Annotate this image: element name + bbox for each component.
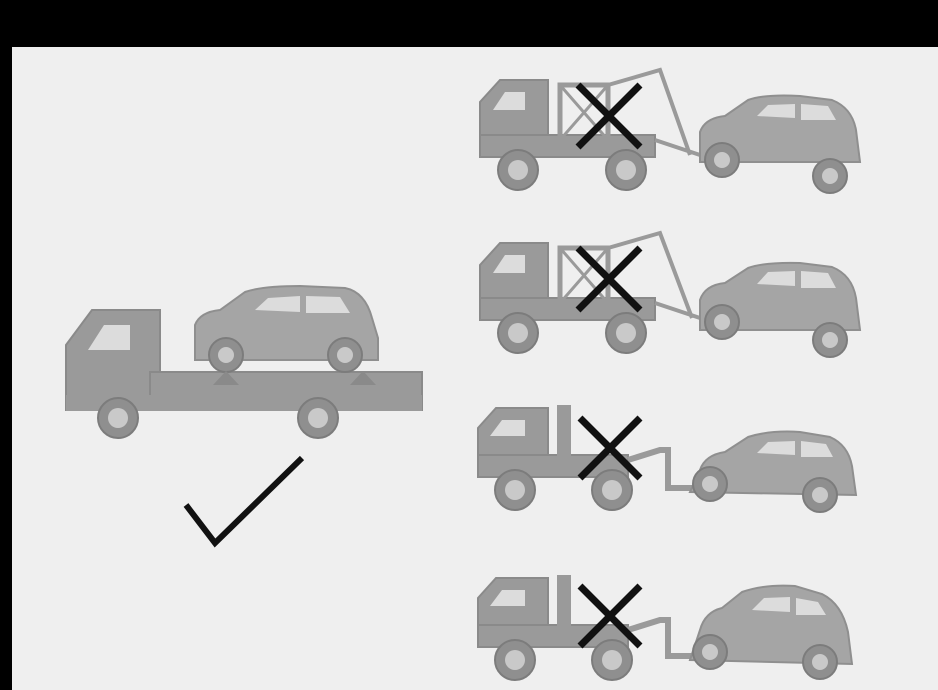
sling-tow-illustration-2 [480,233,860,357]
sling-tow-illustration-1 [480,70,860,193]
wheel-lift-illustration-1 [478,405,856,512]
checkmark-icon [186,458,302,543]
truck-wheel-front [98,398,138,438]
truck-wheel-rear [298,398,338,438]
flatbed-truck-illustration [66,286,422,438]
wheel-lift-illustration-2 [478,575,852,680]
car-wheel-front [209,338,243,372]
car-wheel-rear [328,338,362,372]
